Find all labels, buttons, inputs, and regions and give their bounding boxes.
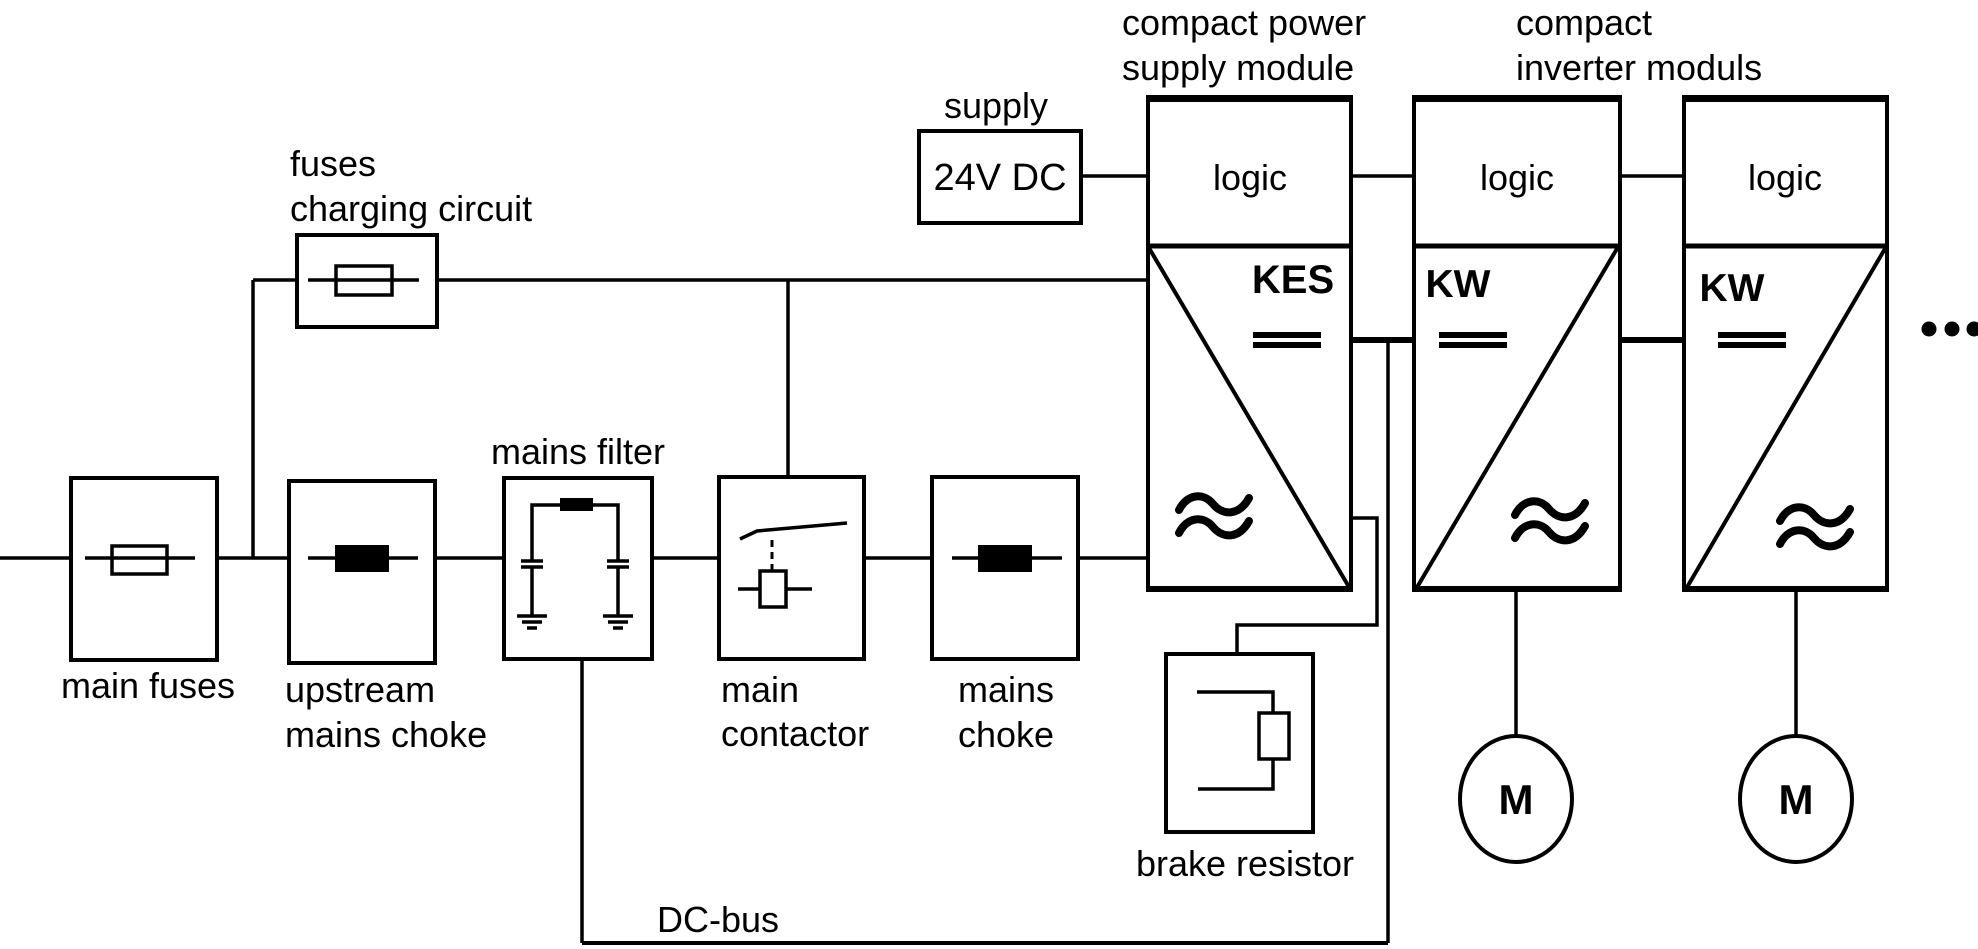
motor-2: M [1738,590,1854,864]
module2-tag: KW [1426,263,1491,306]
ac-symbol-icon [1179,496,1249,535]
charging-label-line1: fuses [290,143,376,184]
module2-logic-label: logic [1480,157,1554,198]
dc-symbol-icon [1718,335,1786,345]
module1-tag: KES [1252,258,1334,302]
inverter-modules-title-line1: compact [1516,2,1652,43]
capacitor-ground-icon [515,559,549,630]
power-supply-module-title-line2: supply module [1122,47,1354,88]
module3-logic-label: logic [1748,157,1822,198]
ac-symbol-icon [1780,507,1850,546]
brake-resistor-block: brake resistor [1136,516,1379,884]
filter-circuit-icon [515,498,635,630]
mains-choke-label-line1: mains [958,669,1054,710]
fuse-icon [85,544,195,576]
inverter-module-1: logic KW [1412,95,1622,592]
main-contactor-block: main contactor [717,475,869,754]
brake-resistor-label: brake resistor [1136,843,1354,884]
charging-label-line2: charging circuit [290,188,532,229]
inverter-module-2: logic KW [1682,95,1889,592]
motor2-label: M [1779,776,1814,823]
inverter-diagonal [1684,245,1888,591]
supply-voltage-value: 24V DC [933,157,1066,199]
dc-symbol-icon [1253,335,1321,345]
dc-link-bus [1351,337,1684,943]
capacitor-ground-icon [601,559,635,630]
power-supply-module-title-line1: compact power [1122,2,1366,43]
ac-symbol-icon [1515,501,1585,540]
upstream-mains-choke-block: upstream mains choke [285,479,487,755]
fuse-icon [308,264,419,297]
main-contactor-label-line1: main [721,669,799,710]
dc-symbol-icon [1439,335,1507,345]
main-fuses-block: main fuses [61,476,235,706]
dc-bus-label: DC-bus [657,899,779,940]
rectifier-diagonal [1147,246,1351,589]
choke-icon [308,545,418,572]
main-contactor-label-line2: contactor [721,713,869,754]
power-supply-module: logic KES [1146,95,1353,592]
upstream-choke-label-line2: mains choke [285,714,487,755]
choke-icon [952,545,1062,572]
mains-choke-block: mains choke [930,475,1080,755]
module1-logic-label: logic [1213,157,1287,198]
dc-bus-run: DC-bus [580,659,1388,945]
main-fuses-label: main fuses [61,665,235,706]
mains-choke-label-line2: choke [958,714,1054,755]
charging-circuit-path [251,278,1148,558]
supply-24v-block: supply 24V DC [917,85,1148,225]
continuation-dots-icon [1921,321,1978,337]
inverter-diagonal [1414,245,1620,591]
mains-filter-label: mains filter [491,431,665,472]
contactor-switch-icon [738,521,848,609]
upstream-choke-label-line1: upstream [285,669,435,710]
supply-label: supply [944,85,1048,126]
motor-1: M [1458,590,1574,864]
motor1-label: M [1499,776,1534,823]
charging-circuit-block: fuses charging circuit [290,143,532,329]
brake-resistor-feed-wire [1235,516,1379,654]
module3-tag: KW [1700,267,1765,310]
inverter-modules-title-line2: inverter moduls [1516,47,1762,88]
mains-filter-block: mains filter [491,431,665,661]
resistor-icon [1197,690,1291,791]
